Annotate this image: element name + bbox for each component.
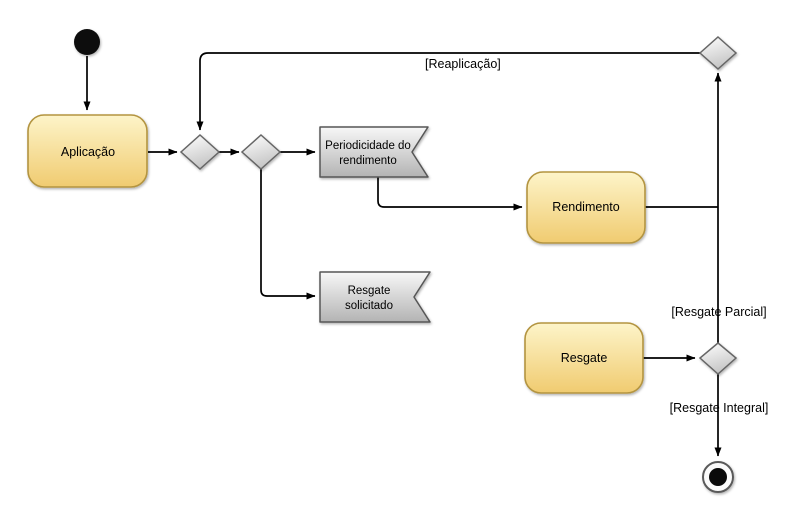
activity-aplicacao-label: Aplicação xyxy=(61,145,115,159)
guard-resgate-integral-label: [Resgate Integral] xyxy=(670,401,769,415)
signal-resgate-solicitado-label-line2: solicitado xyxy=(345,300,393,312)
final-node-inner-dot xyxy=(709,468,727,486)
decision-fork-2 xyxy=(240,133,282,171)
decision-merge-1 xyxy=(179,133,221,171)
initial-node xyxy=(74,29,100,55)
edge-periodicidade-to-rendimento xyxy=(377,177,523,211)
edge-decision2-to-resgate-solicitado xyxy=(260,169,316,300)
edge-reaplicacao-feedback xyxy=(196,52,700,131)
activity-rendimento xyxy=(526,171,646,244)
decision-resgate xyxy=(698,342,738,376)
signal-resgate-solicitado-label-line1: Resgate xyxy=(348,285,391,297)
activity-aplicacao xyxy=(27,114,148,188)
activity-resgate-label: Resgate xyxy=(561,351,608,365)
decision-reaplicacao xyxy=(698,35,738,71)
signal-periodicidade-label-line2: rendimento xyxy=(339,155,397,167)
signal-periodicidade-rendimento xyxy=(319,126,429,178)
activity-rendimento-label: Rendimento xyxy=(552,200,619,214)
guard-resgate-parcial-label: [Resgate Parcial] xyxy=(671,305,766,319)
activity-resgate xyxy=(524,322,644,394)
signal-resgate-solicitado xyxy=(319,271,431,323)
signal-periodicidade-label-line1: Periodicidade do xyxy=(325,140,411,152)
edges-layer xyxy=(83,52,722,457)
guard-reaplicacao-label: [Reaplicação] xyxy=(425,57,501,71)
